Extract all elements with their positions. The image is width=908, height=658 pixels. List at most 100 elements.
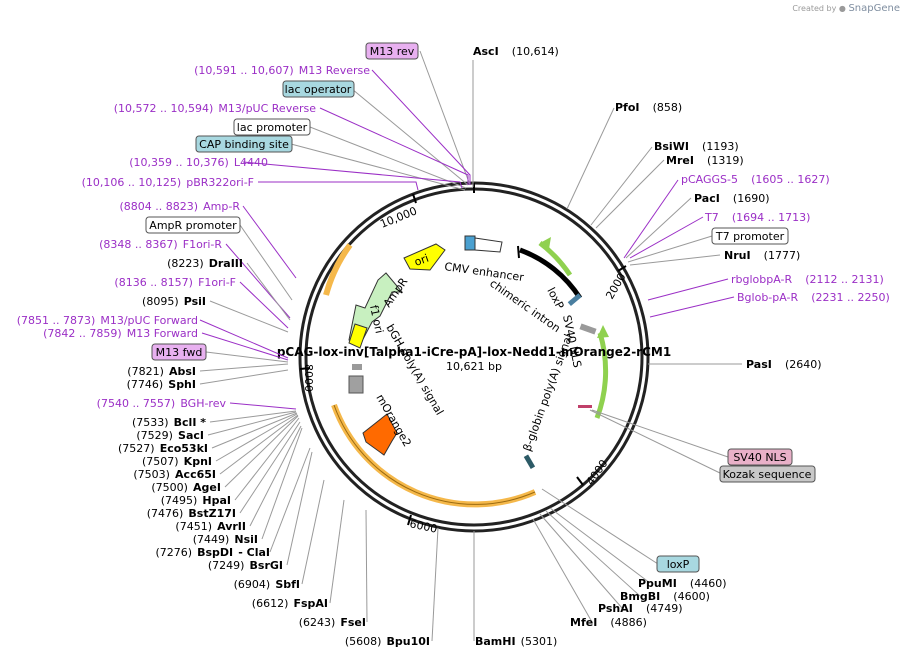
- pac-label: PacI (1690): [694, 187, 769, 206]
- age-label: (7500) AgeI: [151, 476, 221, 495]
- pbr322-label: (10,106 .. 10,125) pBR322ori-F: [82, 171, 254, 190]
- leader-sv40: [591, 409, 729, 458]
- sac-label: (7529) SacI: [136, 424, 204, 443]
- cmv-enhancer-label: CMV enhancer: [444, 260, 525, 284]
- leader-sac: [207, 411, 297, 436]
- leader-ampr-promoter: [239, 224, 293, 301]
- acc65-label: (7503) Acc65I: [133, 463, 216, 482]
- leader-sbf: [301, 479, 325, 585]
- t7-label: T7 (1694 .. 1713): [704, 206, 810, 225]
- psha-label: PshAI (4749): [598, 597, 683, 616]
- leader-l4440: [242, 161, 463, 189]
- right-labels: AscI (10,614) PfoI (858) BsiWI (1193) Mr…: [473, 45, 890, 630]
- cap-binding-label: CAP binding site: [199, 138, 289, 151]
- leader-nru: [629, 254, 721, 266]
- sv40-nls-box: [727, 448, 793, 466]
- m13rev-box-label: M13 rev: [370, 45, 415, 58]
- bgh-label: bGH poly(A) signal: [383, 322, 446, 417]
- leader-age: [224, 415, 299, 488]
- leader-bglobpa: [649, 296, 735, 318]
- chimeric-intron-label: chimeric intron: [487, 277, 562, 335]
- leader-bspdi: [269, 447, 311, 553]
- leader-loxp-box: [541, 488, 659, 565]
- l4440-label: (10,359 .. 10,376) L4440: [129, 151, 268, 170]
- leader-bsiw: [590, 146, 653, 226]
- kpn-label: (7507) KpnI: [142, 450, 212, 469]
- bglobpa-label: Bglob-pA-R (2231 .. 2250): [737, 286, 890, 305]
- hpa-label: (7495) HpaI: [161, 489, 231, 508]
- leader-m13pucfwd: [199, 319, 289, 359]
- lac-promoter-box: [233, 118, 311, 136]
- leader-lines: [199, 50, 742, 642]
- m13-forward-label: (7842 .. 7859) M13 Forward: [43, 322, 198, 341]
- kozak-marker: [578, 405, 592, 408]
- leader-pfo: [566, 107, 615, 210]
- f1ori-label: f1 ori: [367, 304, 386, 335]
- sph-label: (7746) SphI: [127, 373, 196, 392]
- pfo-label: PfoI (858): [615, 96, 682, 115]
- leader-m13rev: [419, 50, 471, 186]
- leader-sph: [199, 369, 289, 385]
- m13rev-box: [365, 42, 419, 60]
- bmgb-label: BmgBI (4600): [620, 585, 710, 604]
- leader-abs: [199, 363, 289, 372]
- tick-6000: 6000: [408, 517, 438, 536]
- plasmid-length: 10,621 bp: [446, 360, 502, 373]
- abs-label: (7821) AbsI: [127, 360, 196, 379]
- leader-mre: [595, 159, 665, 229]
- nru-label: NruI (1777): [724, 244, 800, 263]
- bcl-label: (7533) BclI *: [132, 411, 206, 430]
- leader-m13fwd-prim: [201, 332, 289, 361]
- sv40-marker: [579, 323, 597, 335]
- m13fwd-box-label: M13 fwd: [156, 346, 203, 359]
- lime-arrow-top-head: [540, 237, 551, 249]
- leader-avr: [249, 425, 302, 527]
- kozak-box-label: Kozak sequence: [723, 468, 812, 481]
- loxp-box: [656, 555, 700, 573]
- leader-kpn: [215, 413, 298, 462]
- leader-bstz: [239, 421, 301, 514]
- m13-reverse-label: (10,591 .. 10,607) M13 Reverse: [194, 59, 370, 78]
- fsp-label: (6612) FspAI: [252, 592, 328, 611]
- t7-promoter-box: [711, 227, 789, 245]
- cap-binding-box: [195, 135, 293, 153]
- gene-track-bottom-inner: [333, 404, 536, 505]
- f1ori-f-label: (8136 .. 8157) F1ori-F: [114, 271, 236, 290]
- bgh-rev-label: (7540 .. 7557) BGH-rev: [97, 392, 227, 411]
- leader-pac: [625, 197, 692, 259]
- leader-m13reverse: [371, 69, 471, 185]
- cmv-marker: [464, 235, 476, 251]
- left-labels: (10,591 .. 10,607) M13 Reverse (10,572 .…: [17, 59, 558, 649]
- f1ori-arrow: [348, 323, 368, 349]
- bgh-marker: [348, 375, 364, 394]
- bspdi-label: (7276) BspDI - ClaI: [155, 541, 270, 560]
- bsiw-label: BsiWI (1193): [654, 135, 739, 154]
- lac-promoter-label: lac promoter: [237, 121, 308, 134]
- loxp-marker-2: [523, 454, 536, 470]
- eco53-label: (7527) Eco53kI: [118, 437, 208, 456]
- leader-mfe: [532, 518, 593, 623]
- cmv-enhancer-box: [474, 237, 503, 253]
- loxp-box-label: loxP: [667, 558, 690, 571]
- mre-label: MreI (1319): [666, 149, 744, 168]
- kozak-box: [719, 465, 816, 483]
- leader-f1ori-f: [239, 281, 289, 329]
- leader-fsp: [329, 499, 345, 604]
- leader-acc65: [219, 414, 299, 475]
- psi-label: (8095) PsiI: [142, 290, 206, 309]
- leader-m13pucrev: [319, 107, 469, 185]
- dra3-label: (8223) DraIII: [167, 252, 243, 271]
- sv40-nls-box-label: SV40 NLS: [733, 451, 786, 464]
- loxp-marker-1: [567, 293, 582, 307]
- bam-label: BamHI (5301): [475, 630, 557, 649]
- bsrg-label: (7249) BsrGI: [208, 554, 283, 573]
- feature-boxes: M13 rev lac operator lac promoter CAP bi…: [145, 42, 816, 573]
- leader-ppum: [549, 507, 651, 584]
- mfe-label: MfeI (4886): [570, 611, 647, 630]
- leader-psi: [209, 300, 289, 333]
- gene-track-left-top: [323, 243, 353, 296]
- leader-eco53: [211, 412, 298, 449]
- leader-pcaggs: [623, 179, 679, 259]
- leader-cap: [290, 143, 466, 191]
